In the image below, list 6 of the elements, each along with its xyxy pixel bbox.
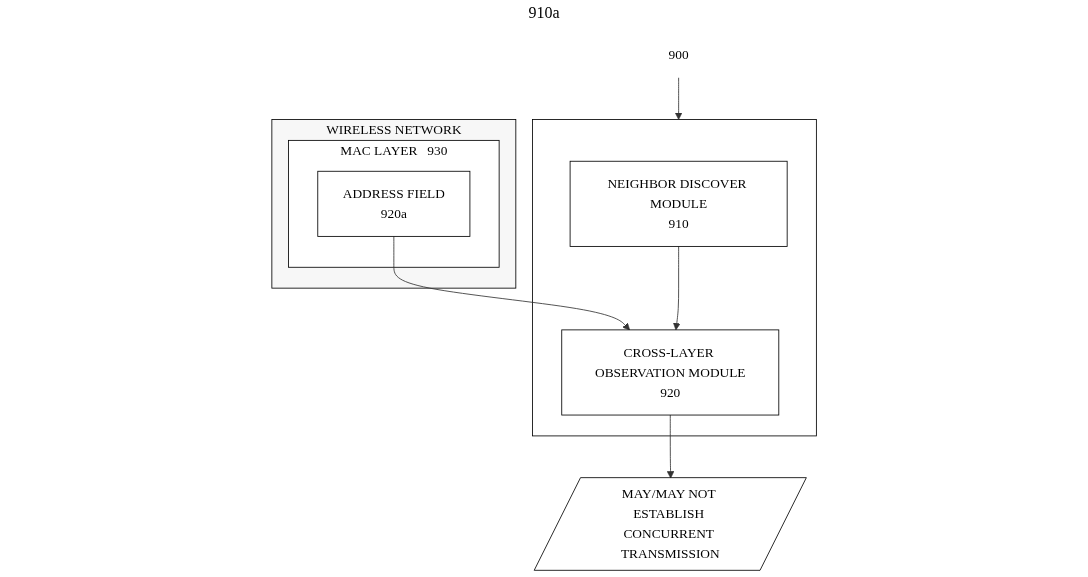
node-text: 900 bbox=[668, 47, 689, 62]
cluster bbox=[532, 119, 817, 437]
node-box: NEIGHBOR DISCOVER MODULE 910 bbox=[569, 160, 788, 247]
node-box: ADDRESS FIELD 920a bbox=[317, 170, 471, 237]
reference-numeral: 910a bbox=[528, 4, 560, 21]
node-box: CROSS-LAYER OBSERVATION MODULE 920 bbox=[561, 329, 780, 416]
